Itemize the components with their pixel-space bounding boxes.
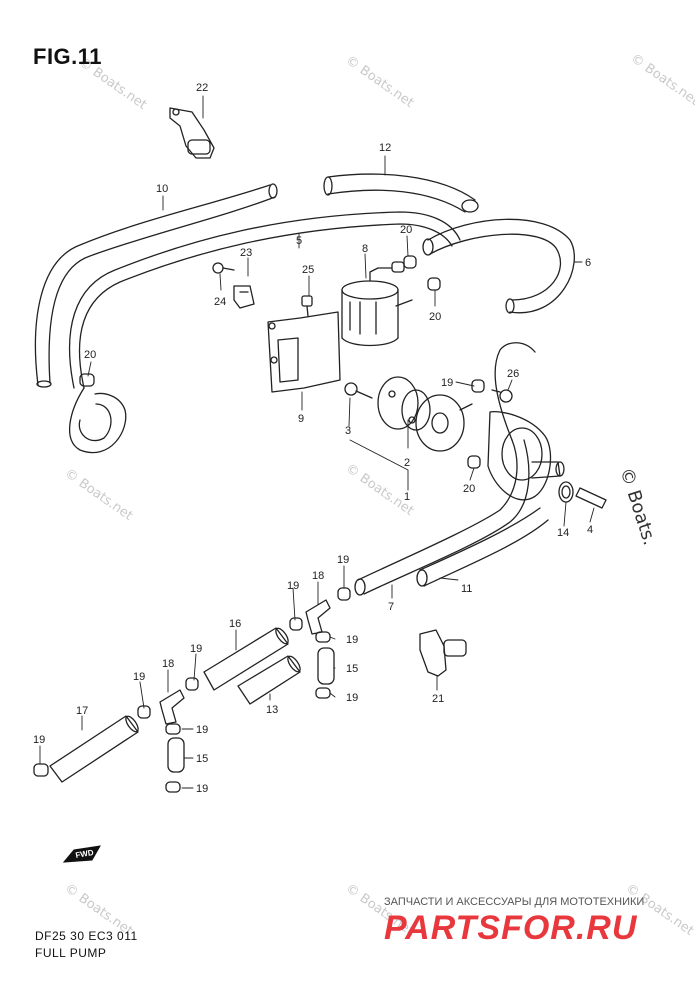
- part-14-o-ring: [558, 481, 574, 503]
- callout-11: 11: [461, 583, 472, 595]
- part-10-hose: [34, 183, 278, 388]
- part-24-bolt: [212, 262, 235, 274]
- part-11-hose: [416, 507, 549, 587]
- callout-20a: 20: [400, 224, 412, 236]
- part-1-fuel-pump: [377, 376, 473, 452]
- pump-body: [487, 410, 565, 501]
- part-5-hose: [68, 211, 461, 454]
- part-7-hose: [354, 342, 536, 596]
- callout-5: 5: [296, 235, 302, 247]
- callout-16: 16: [229, 618, 241, 630]
- callout-7: 7: [388, 601, 394, 613]
- part-19-clips: [33, 587, 351, 793]
- callout-14: 14: [557, 527, 569, 539]
- callout-19h: 19: [196, 724, 208, 736]
- callout-19e: 19: [190, 643, 202, 655]
- part-4-pin: [575, 487, 607, 509]
- part-17-hose: [49, 715, 139, 783]
- callout-15b: 15: [196, 753, 208, 765]
- callout-4: 4: [587, 524, 593, 536]
- callout-19b: 19: [337, 554, 349, 566]
- callout-17: 17: [76, 705, 88, 717]
- watermark: © Boats.net: [628, 51, 695, 109]
- fwd-arrow-icon: FWD: [62, 844, 104, 871]
- part-8-fuel-filter: [341, 261, 413, 347]
- figure-caption: FULL PUMP: [35, 946, 107, 960]
- part-16-hose: [203, 627, 289, 691]
- callout-8: 8: [362, 243, 368, 255]
- part-9-bracket: [267, 311, 341, 393]
- part-13-hose: [237, 655, 301, 705]
- callout-19f: 19: [346, 692, 358, 704]
- part-25-bolt: [301, 295, 313, 317]
- callout-20c: 20: [84, 349, 96, 361]
- callout-18a: 18: [312, 570, 324, 582]
- callout-26: 26: [507, 368, 519, 380]
- part-22-clamp: [169, 107, 215, 159]
- callout-2: 2: [404, 457, 410, 469]
- callout-19c: 19: [287, 580, 299, 592]
- callout-19d: 19: [346, 634, 358, 646]
- part-21-clamp: [419, 629, 467, 677]
- part-26-bolt: [491, 389, 513, 403]
- callout-6: 6: [585, 257, 591, 269]
- callout-24: 24: [214, 296, 226, 308]
- watermark: © Boats.net: [343, 461, 417, 519]
- callout-13: 13: [266, 704, 278, 716]
- callout-22: 22: [196, 82, 208, 94]
- callout-1: 1: [404, 491, 410, 503]
- callout-18b: 18: [162, 658, 174, 670]
- part-23-bracket: [233, 285, 255, 309]
- callout-15a: 15: [346, 663, 358, 675]
- watermark-edge: © Boats.: [615, 465, 660, 548]
- figure-code: DF25 30 EC3 011: [35, 929, 138, 943]
- part-18-fitting: [159, 599, 331, 725]
- watermark: © Boats.net: [62, 466, 136, 524]
- callout-19i: 19: [196, 783, 208, 795]
- part-20-clip: [79, 255, 481, 469]
- callout-19a: 19: [441, 377, 453, 389]
- part-15-hose: [167, 647, 335, 773]
- brand-tagline: ЗАПЧАСТИ И АКСЕССУАРЫ ДЛЯ МОТОТЕХНИКИ: [384, 896, 645, 908]
- callout-3: 3: [345, 425, 351, 437]
- part-6-hose: [422, 218, 575, 314]
- part-3-bolt: [344, 382, 373, 399]
- brand-logo: PARTSFOR.RU: [384, 909, 638, 947]
- figure-title: FIG.11: [33, 44, 103, 69]
- callout-19j: 19: [33, 734, 45, 746]
- callout-25: 25: [302, 264, 314, 276]
- callout-21: 21: [432, 693, 444, 705]
- callout-12: 12: [379, 142, 391, 154]
- fwd-label: FWD: [75, 848, 95, 860]
- part-12-hose: [323, 173, 479, 213]
- callout-10: 10: [156, 183, 168, 195]
- callout-23: 23: [240, 247, 252, 259]
- callout-19g: 19: [133, 671, 145, 683]
- callout-20b: 20: [429, 311, 441, 323]
- callout-20d: 20: [463, 483, 475, 495]
- callout-labels: 22 12 10 5 8 20 6 23 25 24 20 20 9 3 19 …: [33, 82, 593, 795]
- watermark: © Boats.net: [343, 53, 417, 111]
- callout-9: 9: [298, 413, 304, 425]
- leader-lines: [39, 95, 595, 789]
